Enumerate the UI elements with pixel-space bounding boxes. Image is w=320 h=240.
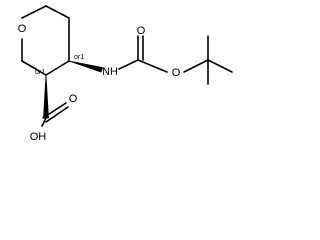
atom-carbamate-oxygen-ester: O xyxy=(172,67,181,79)
bond-cq-me-right xyxy=(207,59,233,73)
bond-cacid-o-double-2 xyxy=(45,106,69,123)
bond-cacid-o-double-1 xyxy=(42,102,67,119)
wedge-c4-n xyxy=(68,60,103,73)
bond-oester-cq xyxy=(183,59,209,73)
bond-n-ccarb xyxy=(118,59,139,70)
bond-c5-c6 xyxy=(21,60,47,76)
bond-c2-c3 xyxy=(45,5,70,19)
atom-acid-oxygen-double: O xyxy=(69,93,78,105)
structure-diagram: O NH O O O OH or1 or1 xyxy=(18,5,233,143)
stereo-label-c3: or1 xyxy=(35,69,45,76)
atom-carbamate-oxygen-double: O xyxy=(137,25,146,37)
atom-amide-nitrogen: NH xyxy=(102,66,118,78)
wedge-c5-cacid xyxy=(43,74,49,119)
atom-acid-hydroxyl: OH xyxy=(30,131,47,143)
bond-ccarb-oester xyxy=(137,59,168,73)
atom-ring-oxygen: O xyxy=(18,23,27,35)
bond-c4-c5 xyxy=(45,60,70,76)
bond-o1-c2 xyxy=(21,5,47,19)
stereo-label-c4: or1 xyxy=(74,54,84,61)
bond-cacid-oh xyxy=(41,117,47,127)
